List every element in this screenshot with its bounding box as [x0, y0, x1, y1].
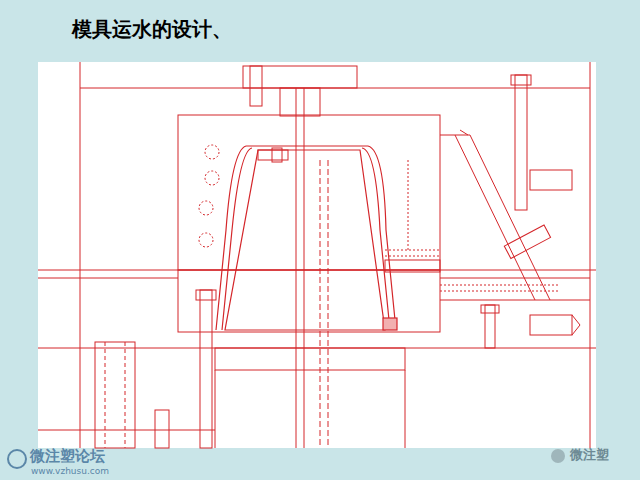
screws [200, 290, 212, 448]
slide-title: 模具运水的设计、 [72, 18, 232, 40]
screws [250, 66, 262, 106]
core-and-part [225, 150, 385, 330]
mold-plates [590, 62, 591, 448]
center-pins [272, 148, 282, 162]
watermark-account: 微注塑 [570, 448, 609, 462]
screws [155, 410, 169, 448]
slide-unit [455, 135, 535, 300]
core-and-part [246, 145, 368, 146]
water-channels [205, 171, 219, 185]
screws [481, 305, 499, 313]
core-and-part [216, 146, 397, 330]
mold-plates [38, 62, 596, 448]
mold-plates [215, 370, 216, 448]
slide-unit [460, 130, 468, 135]
slide-unit [504, 225, 550, 258]
core-and-part [362, 148, 390, 330]
screws [511, 75, 531, 85]
slide-unit [530, 170, 572, 190]
core-and-part [222, 148, 252, 330]
wechat-icon [551, 449, 565, 463]
mold-plates [38, 278, 178, 279]
water-channels [205, 145, 219, 159]
mold-plates [440, 300, 590, 301]
water-channels [440, 291, 560, 292]
slide-unit [572, 315, 580, 335]
slide-unit [440, 135, 550, 300]
water-channels [199, 201, 213, 215]
center-pins [258, 150, 288, 160]
mold-plates [215, 348, 405, 370]
screws [95, 66, 531, 448]
drawing-panel [38, 62, 596, 448]
mold-plates [440, 278, 590, 279]
center-pins [304, 88, 305, 448]
water-channels [440, 285, 560, 286]
slide-unit [385, 260, 440, 272]
watermark-url: www.vzhusu.com [31, 467, 109, 477]
mold-plates [243, 66, 357, 88]
core-and-part [368, 146, 396, 330]
mold-plates [38, 430, 215, 431]
screws [105, 342, 106, 448]
water-channels [199, 145, 560, 291]
water-channels [385, 250, 440, 251]
slide-unit [385, 130, 580, 335]
core-and-part [216, 146, 246, 330]
mold-plates [178, 115, 440, 270]
core-and-part [383, 318, 397, 330]
water-channels [385, 256, 440, 257]
screws [515, 75, 527, 210]
screws [95, 342, 135, 448]
center-pins [258, 88, 328, 448]
watermark-logo: 微注塑论坛 [30, 448, 105, 465]
water-channels [408, 160, 409, 250]
wechat-icon [8, 449, 565, 468]
wechat-icon [8, 450, 26, 468]
water-channels [199, 233, 213, 247]
center-pins [328, 160, 329, 448]
center-pins [296, 88, 297, 448]
screws [196, 290, 216, 300]
mold-plates [405, 370, 406, 448]
center-pins [320, 160, 321, 448]
mold-plates [80, 62, 81, 448]
screws [485, 305, 495, 348]
slide-unit [530, 315, 572, 335]
screws [125, 342, 126, 448]
mold-plates [280, 88, 320, 116]
